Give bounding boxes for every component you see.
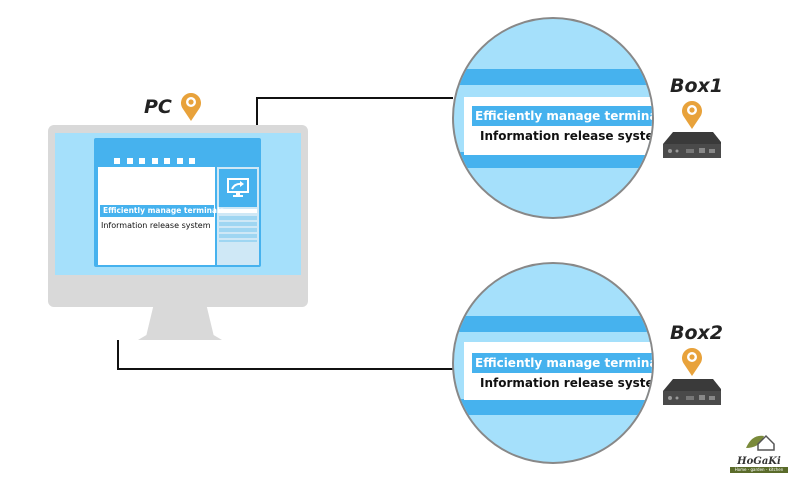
box1-subtitle: Information release system [480, 129, 654, 143]
logo-tagline: Home - garden - kitchen [730, 467, 788, 473]
connector-pc-box2 [117, 340, 119, 370]
box2-zoom-circle: Efficiently manage terminals Information… [452, 262, 654, 464]
window-sidebar-header [219, 169, 257, 207]
location-pin-icon [682, 101, 702, 129]
location-pin-icon [181, 93, 201, 121]
pc-label: PC [144, 96, 172, 118]
box2-subtitle: Information release system [480, 376, 654, 390]
location-pin-icon [682, 348, 702, 376]
pc-headline: Efficiently manage terminals [100, 205, 224, 217]
leaf-house-icon [746, 434, 775, 451]
logo-name: HoGaKi [737, 456, 781, 467]
hogaki-logo: HoGaKi Home - garden - kitchen [730, 432, 788, 476]
set-top-box-icon [663, 132, 721, 158]
box1-label: Box1 [670, 75, 724, 97]
pc-subtitle: Information release system [101, 221, 211, 230]
box2-label: Box2 [670, 322, 724, 344]
screen-share-icon [227, 178, 249, 197]
connector-pc-box1 [256, 97, 453, 99]
box1-zoom-circle: Efficiently manage terminals Information… [452, 17, 654, 219]
set-top-box-icon [663, 379, 721, 405]
connector-pc-box1 [256, 97, 258, 125]
monitor-stand [138, 307, 222, 340]
box2-headline: Efficiently manage terminals [472, 353, 652, 373]
connector-pc-box2 [117, 368, 455, 370]
box1-headline: Efficiently manage terminals [472, 106, 652, 126]
